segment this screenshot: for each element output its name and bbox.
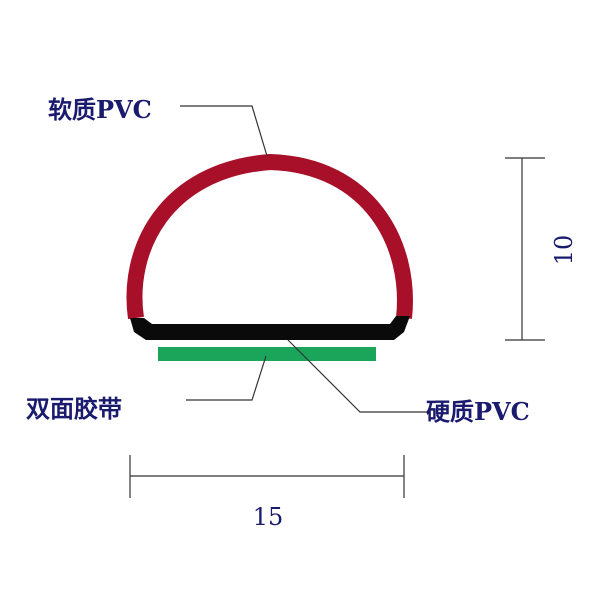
leader-hard-pvc	[287, 339, 430, 413]
label-hard-pvc: 硬质PVC	[426, 397, 530, 426]
leader-tape	[186, 355, 267, 401]
soft-pvc-arch	[126, 153, 413, 320]
hard-pvc-base	[130, 316, 410, 340]
leader-soft-pvc	[180, 105, 268, 157]
label-tape: 双面胶带	[26, 394, 122, 423]
dim-height-value: 10	[550, 235, 578, 266]
dim-width-value: 15	[253, 503, 284, 531]
double-sided-tape	[158, 347, 376, 361]
label-soft-pvc: 软质PVC	[48, 95, 152, 124]
